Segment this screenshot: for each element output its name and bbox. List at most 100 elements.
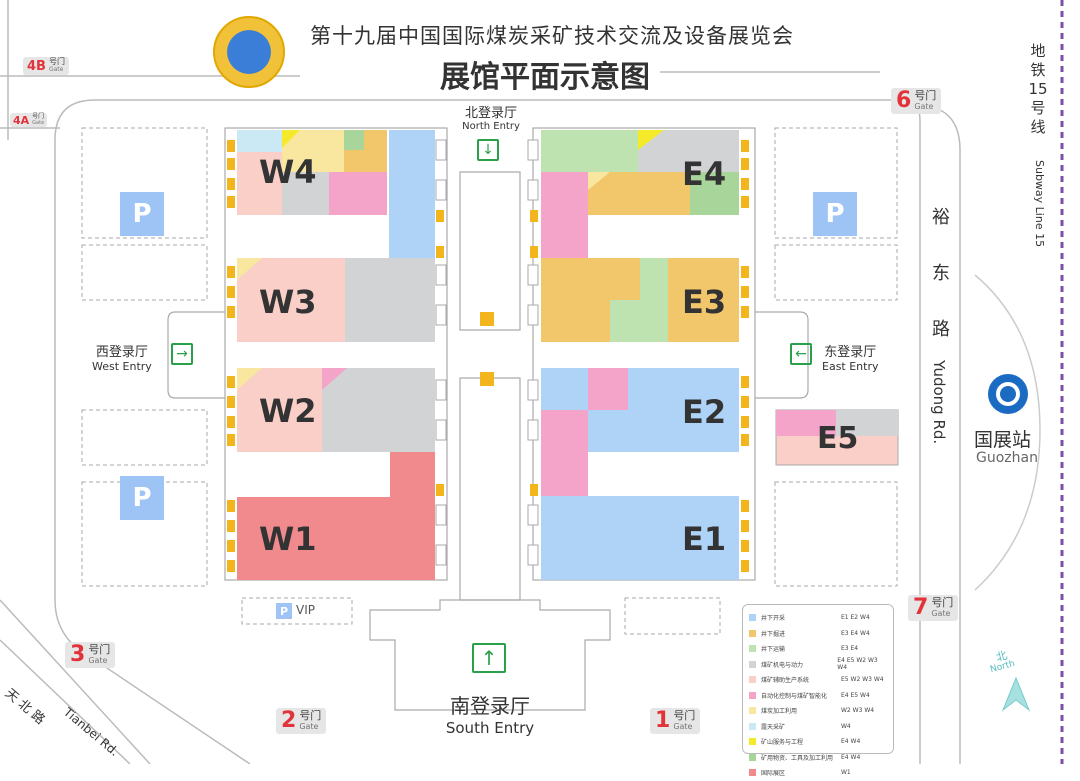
legend-halls: E4 W4 (841, 753, 861, 761)
legend-name: 煤矿机电与动力 (761, 661, 804, 669)
e4-zone (541, 130, 638, 172)
parking-area (774, 481, 898, 587)
e2-zone (588, 368, 628, 410)
entry-up-arrow-icon: ↑ (472, 643, 506, 673)
north-entry-en: North Entry (462, 121, 520, 132)
page-subtitle: 展馆平面示意图 (440, 60, 650, 95)
west-entry[interactable]: 西登录厅 West Entry (92, 341, 152, 373)
vip-parking-area (241, 597, 353, 625)
w2-zone (237, 368, 262, 390)
hall-e1[interactable]: E1 (682, 520, 727, 558)
w4-zone (282, 172, 329, 215)
legend-halls: E4 W4 (841, 738, 861, 746)
legend-name: 矿用物资、工具及加工利用 (761, 754, 834, 762)
legend-halls: W1 (841, 769, 851, 777)
east-entry[interactable]: 东登录厅 East Entry (822, 341, 879, 373)
parking-icon: P (120, 476, 164, 520)
e5-zone (836, 410, 898, 436)
subway-label-en: Subway Line 15 (1033, 160, 1046, 248)
legend-halls: E3 E4 W4 (841, 629, 870, 637)
e1-zone (541, 496, 739, 580)
e4-zone (541, 172, 588, 258)
hall-w1[interactable]: W1 (259, 520, 317, 558)
vip-label: VIP (296, 603, 315, 617)
parking-icon: P (120, 192, 164, 236)
entry-right-arrow-icon: → (171, 343, 193, 365)
hall-w2[interactable]: W2 (259, 392, 317, 430)
station-name-en: Guozhan (976, 450, 1038, 466)
south-entry[interactable]: 南登录厅 South Entry (430, 690, 550, 737)
hall-e4[interactable]: E4 (682, 155, 727, 193)
south-entry-cn: 南登录厅 (450, 694, 530, 718)
entry-down-arrow-icon: ↓ (477, 139, 499, 161)
north-entry[interactable]: 北登录厅 North Entry (446, 102, 536, 132)
legend-swatch (749, 769, 756, 777)
legend-halls: W2 W3 W4 (841, 707, 875, 715)
station-outline (974, 274, 1041, 591)
east-entry-en: East Entry (822, 360, 879, 373)
legend-name: 露天采矿 (761, 723, 786, 731)
legend-halls: E1 E2 W4 (841, 614, 870, 622)
parking-area (81, 409, 208, 466)
legend-item: 井下运输 E3 E4 (749, 641, 887, 657)
corridor (459, 377, 521, 601)
e3-zone (610, 258, 668, 342)
south-lobby (369, 599, 611, 711)
page-title: 第十九届中国国际煤炭采矿技术交流及设备展览会 (310, 24, 794, 48)
w3-zone (237, 258, 345, 342)
legend-swatch (749, 753, 756, 761)
legend-name: 矿山服务与工程 (761, 739, 804, 747)
station-name-cn: 国展站 (974, 429, 1032, 451)
legend-item: 矿用物资、工具及加工利用 E4 W4 (749, 750, 887, 766)
w2-zone (237, 368, 322, 452)
legend-name: 井下开采 (761, 615, 786, 623)
parking-area (81, 244, 208, 301)
legend-swatch (749, 722, 756, 730)
road-line (939, 109, 961, 764)
legend-swatch (749, 629, 756, 637)
hall-e5[interactable]: E5 (817, 421, 859, 456)
hall-w4[interactable]: W4 (259, 153, 317, 191)
parking-area (81, 127, 208, 239)
north-arrow-icon (1001, 676, 1031, 712)
west-entry-en: West Entry (92, 360, 152, 373)
legend-name: 井下运输 (761, 646, 786, 654)
subway-label-cn: 地铁15号线 (1028, 42, 1048, 136)
entry-left-arrow-icon: ← (790, 343, 812, 365)
hall-e3[interactable]: E3 (682, 283, 727, 321)
parking-icon: P (813, 192, 857, 236)
parking-area (624, 597, 721, 635)
vip-parking-icon: P (276, 603, 292, 619)
map-canvas (0, 0, 1064, 764)
east-entry-cn: 东登录厅 (824, 345, 877, 360)
legend-item: 矿山服务与工程 E4 W4 (749, 734, 887, 750)
east-lobby (755, 311, 809, 399)
w3-zone (345, 258, 435, 342)
legend-swatch (749, 660, 756, 668)
legend-swatch (749, 691, 756, 699)
w4-zone (282, 130, 300, 148)
hall-w3[interactable]: W3 (259, 283, 317, 321)
w4-zone (344, 130, 364, 150)
yudong-road-en: Yudong Rd. (930, 360, 948, 445)
expo-logo (213, 16, 285, 88)
e4-zone (588, 172, 690, 215)
hall-e2[interactable]: E2 (682, 393, 727, 431)
legend-swatch (749, 738, 756, 746)
legend-item: 井下开采 E1 E2 W4 (749, 610, 887, 626)
parking-area (774, 244, 898, 301)
w4-zone (237, 130, 282, 152)
legend-halls: E3 E4 (841, 645, 859, 653)
